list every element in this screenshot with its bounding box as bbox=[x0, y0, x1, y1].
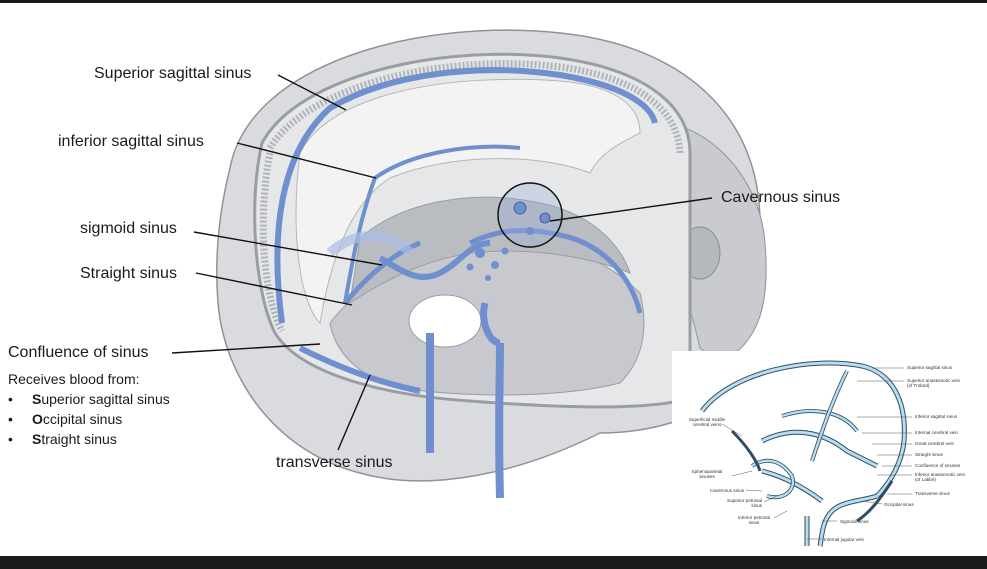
inset-label-inferior-anastomotic: Inferior anastomotic vein (of Labbé) bbox=[915, 472, 965, 482]
leader-transverse bbox=[337, 374, 371, 451]
internal-jugular-vein-right bbox=[495, 342, 504, 499]
inset-label-cavernous: Cavernous sinus bbox=[709, 488, 744, 493]
leader-inferior-sagittal bbox=[236, 142, 377, 179]
item-rest: traight sinus bbox=[41, 431, 117, 447]
inset-label-line: cerebral veins bbox=[692, 422, 722, 427]
inset-label-line: (of Labbé) bbox=[915, 477, 936, 482]
inset-label-inferior-petrosal: Inferior petrosal sinus bbox=[732, 515, 776, 525]
inset-label-confluence: Confluence of sinuses bbox=[915, 463, 961, 468]
label-transverse-sinus: transverse sinus bbox=[276, 454, 393, 471]
label-confluence-of-sinus: Confluence of sinus bbox=[8, 344, 149, 361]
inferior-sagittal-sinus-vessel bbox=[373, 144, 521, 180]
inset-label-transverse: Transverse sinus bbox=[915, 491, 950, 496]
foramen-magnum bbox=[408, 294, 482, 348]
inset-label-inferior-sagittal: Inferior sagittal sinus bbox=[915, 414, 958, 419]
receives-heading: Receives blood from: bbox=[8, 371, 140, 387]
bullet: • bbox=[8, 431, 13, 447]
inset-label-line: (of Trolard) bbox=[907, 383, 930, 388]
label-straight-sinus: Straight sinus bbox=[80, 265, 177, 282]
label-inferior-sagittal-sinus: inferior sagittal sinus bbox=[58, 133, 204, 150]
inset-label-line: Superficial middle bbox=[688, 417, 726, 422]
bullet: • bbox=[8, 411, 13, 427]
inset-label-occipital: Occipital sinus bbox=[884, 502, 914, 507]
inset-label-superior-petrosal: Superior petrosal sinus bbox=[704, 498, 762, 508]
leader-confluence bbox=[171, 343, 321, 354]
inset-label-great-cerebral: Great cerebral vein bbox=[915, 441, 955, 446]
inset-label-superior-sagittal: Superior sagittal sinus bbox=[907, 365, 953, 370]
label-cavernous-sinus: Cavernous sinus bbox=[721, 189, 841, 206]
list-item: • Occipital sinus bbox=[8, 409, 170, 429]
diploe bbox=[267, 60, 684, 154]
leader-sigmoid bbox=[193, 231, 383, 266]
superior-sagittal-sinus-vessel bbox=[274, 67, 658, 324]
item-initial: O bbox=[32, 411, 43, 427]
label-superior-sagittal-sinus: Superior sagittal sinus bbox=[94, 65, 252, 82]
straight-sinus-vessel bbox=[343, 240, 421, 305]
item-initial: S bbox=[32, 431, 42, 447]
slide: Superior sagittal sinus inferior sagitta… bbox=[0, 3, 987, 556]
inset-label-line: sinus bbox=[751, 503, 762, 508]
inset-label-line: Inferior petrosal bbox=[738, 515, 770, 520]
inset-label-line: Inferior anastomotic vein bbox=[915, 472, 966, 477]
inset-label-line: Sphenoparietal bbox=[691, 469, 723, 474]
item-rest: uperior sagittal sinus bbox=[41, 391, 170, 407]
inset-label-line: sinuses bbox=[699, 474, 715, 479]
inset-label-internal-jugular: Internal jugular vein bbox=[824, 537, 865, 542]
receives-blood-list: Receives blood from: • Superior sagittal … bbox=[8, 369, 170, 449]
inset-label-line: Superior petrosal bbox=[727, 498, 762, 503]
list-item: • Superior sagittal sinus bbox=[8, 389, 170, 409]
bullet: • bbox=[8, 391, 13, 407]
inset-label-superficial-middle: Superficial middle cerebral veins bbox=[684, 417, 730, 427]
inset-label-line: Superior anastomotic vein bbox=[907, 378, 961, 383]
transverse-sinus-vessel bbox=[298, 345, 421, 394]
inset-label-superior-anastomotic: Superior anastomotic vein (of Trolard) bbox=[907, 378, 960, 388]
inset-label-line: sinus bbox=[748, 520, 760, 525]
inset-label-straight: Straight sinus bbox=[915, 452, 943, 457]
list-item: • Straight sinus bbox=[8, 429, 170, 449]
label-sigmoid-sinus: sigmoid sinus bbox=[80, 220, 177, 237]
falx-cerebri bbox=[295, 78, 641, 325]
inset-label-sigmoid: Sigmoid sinus bbox=[840, 519, 869, 524]
inset-label-internal-cerebral: Internal cerebral vein bbox=[915, 430, 958, 435]
skull-sinus-illustration bbox=[171, 29, 767, 499]
leader-cavernous bbox=[549, 197, 713, 222]
inset-venous-drawing bbox=[700, 360, 912, 547]
cavernous-highlight bbox=[497, 182, 563, 248]
inset-venous-diagram: Superior sagittal sinus Superior anastom… bbox=[672, 351, 987, 556]
item-initial: S bbox=[32, 391, 42, 407]
inset-label-sphenoparietal: Sphenoparietal sinuses bbox=[684, 469, 730, 479]
sigmoid-sinus-vessel bbox=[378, 240, 491, 280]
leader-straight bbox=[195, 272, 353, 306]
item-rest: ccipital sinus bbox=[42, 411, 123, 427]
leader-superior-sagittal bbox=[277, 74, 347, 111]
